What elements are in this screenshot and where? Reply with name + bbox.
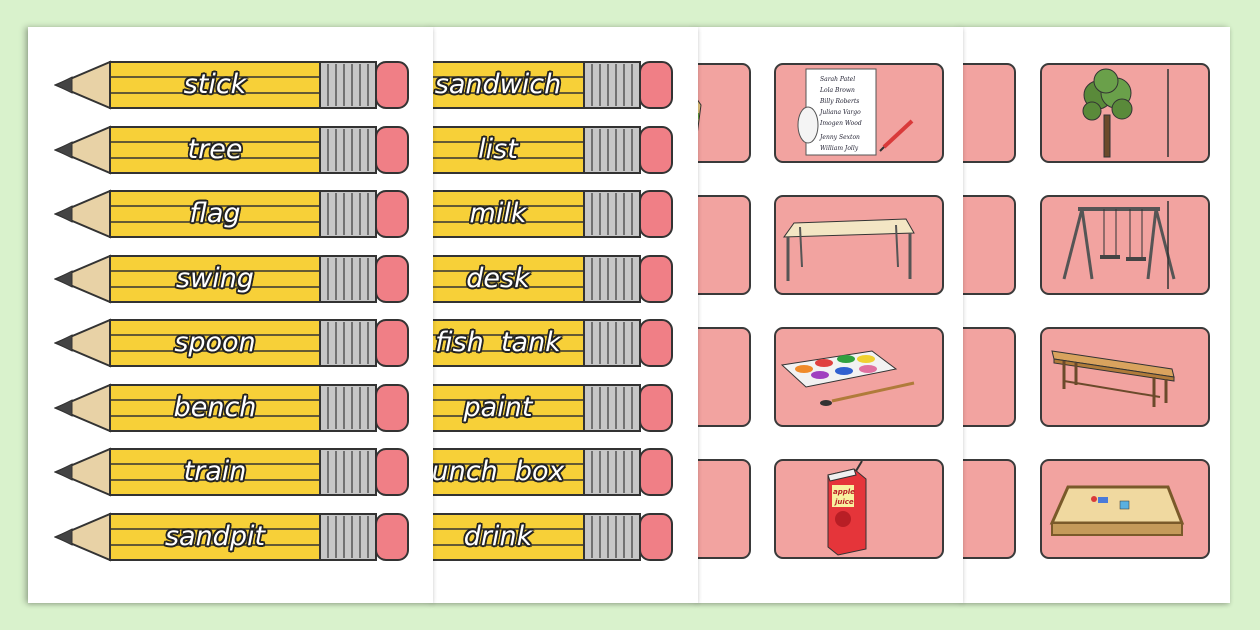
pencil-sheet-1: stick tree flag swing spoon bench train sandpit [28, 27, 433, 603]
pencil-word: drink [463, 520, 533, 552]
pencil-word: bench [173, 391, 257, 423]
pencil-word: swing [176, 262, 254, 294]
pencil-card: list [432, 123, 674, 177]
pencil-word: list [478, 133, 518, 165]
pencil-card: bench [54, 381, 410, 435]
paint-palette-icon [780, 350, 915, 406]
juice-carton-icon: apple juice [827, 461, 867, 556]
pencil-sheet-2: sandwich list milk desk fish tank paint unch b… [432, 27, 698, 603]
pencil-word: stick [183, 69, 247, 100]
pencil-icon [432, 61, 673, 109]
pencil-word: sandwich [434, 69, 562, 100]
pencil-card: drink [432, 510, 674, 564]
pencil-card: tree [54, 123, 410, 177]
pencil-icon [54, 60, 409, 110]
pencil-card: fish tank [432, 316, 674, 370]
pencil-card: sandwich [432, 58, 674, 112]
pencil-card: spoon [54, 316, 410, 370]
pencil-icon [54, 511, 409, 562]
partial-card-sandwich [697, 63, 751, 163]
pencil-word: tree [187, 133, 243, 165]
bench-icon [1051, 350, 1175, 407]
partial-card-stick [962, 63, 1016, 163]
pencil-icon [54, 124, 409, 175]
list-name-2: Lola Brown [819, 87, 855, 94]
pencil-icon [432, 512, 673, 561]
pencil-icon [432, 190, 673, 238]
pencil-icon [54, 253, 409, 304]
list-name-1: Sarah Patel [820, 76, 855, 83]
picture-card-paint [774, 327, 944, 427]
list-name-3: Billy Roberts [819, 98, 859, 105]
list-name-5: Imogen Wood [819, 120, 862, 127]
partial-card-fish-tank [697, 327, 751, 427]
pencil-card: unch box [432, 445, 674, 499]
picture-sheet-3: Sarah Patel Lola Brown Billy Roberts Jul… [697, 27, 963, 603]
fish-tank-icon [697, 344, 698, 416]
partial-card-flag [962, 195, 1016, 295]
pencil-word: desk [466, 262, 530, 294]
pencil-word: spoon [174, 327, 256, 358]
pencil-card: desk [432, 252, 674, 306]
picture-card-tree [1040, 63, 1210, 163]
pencil-card: swing [54, 252, 410, 306]
pencil-word: fish tank [435, 327, 561, 358]
partial-card-lunch-box [697, 459, 751, 559]
pencil-word: paint [463, 391, 533, 423]
pencil-card: sandpit [54, 510, 410, 564]
picture-sheet-4 [962, 27, 1230, 603]
list-name-7: William Jolly [820, 145, 859, 152]
tree-icon [1082, 68, 1169, 158]
pencil-word: sandpit [164, 520, 266, 552]
pencil-icon [54, 318, 409, 368]
pencil-icon [432, 125, 673, 174]
list-name-4: Juliana Vargo [818, 109, 861, 116]
pencil-icon [432, 448, 673, 496]
picture-card-sandpit [1040, 459, 1210, 559]
pencil-icon [54, 382, 409, 433]
list-scroll-icon: Sarah Patel Lola Brown Billy Roberts Jul… [797, 68, 914, 156]
pencil-card: flag [54, 187, 410, 241]
partial-card-spoon [962, 327, 1016, 427]
list-name-6: Jenny Sexton [818, 134, 860, 141]
pencil-word: flag [189, 198, 241, 229]
pencil-card: milk [432, 187, 674, 241]
pencil-icon [432, 254, 673, 303]
partial-card-desk [697, 195, 751, 295]
picture-card-list: Sarah Patel Lola Brown Billy Roberts Jul… [774, 63, 944, 163]
sandpit-icon [1049, 485, 1185, 536]
picture-card-swing [1040, 195, 1210, 295]
pencil-icon [432, 383, 673, 432]
pencil-word: train [183, 456, 247, 487]
picture-card-desk [774, 195, 944, 295]
desk-icon [783, 218, 915, 281]
pencil-word: milk [469, 198, 527, 229]
juice-carton-text-juice: juice [834, 498, 854, 506]
pencil-card: paint [432, 381, 674, 435]
picture-card-drink: apple juice [774, 459, 944, 559]
pencil-word: unch box [432, 456, 565, 487]
picture-card-bench [1040, 327, 1210, 427]
juice-carton-text-apple: apple [833, 488, 855, 496]
pencil-card: stick [54, 58, 410, 112]
swing-icon [1062, 201, 1176, 289]
sandwich-icon [697, 98, 702, 136]
pencil-icon [54, 189, 409, 239]
partial-card-train [962, 459, 1016, 559]
pencil-card: train [54, 445, 410, 499]
pencil-icon [432, 319, 673, 367]
pencil-icon [54, 447, 409, 497]
